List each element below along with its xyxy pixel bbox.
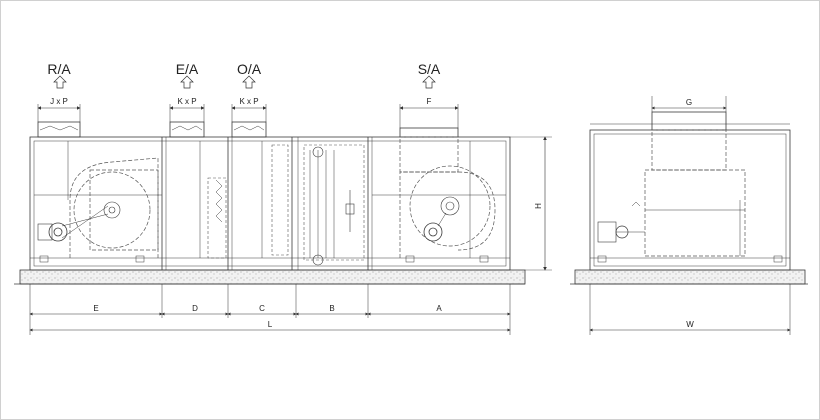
opening-markers <box>37 75 459 128</box>
mixing-damper <box>207 177 227 259</box>
ea-marker <box>169 75 205 122</box>
side-top-opening-label: G <box>686 98 692 107</box>
height-dimension <box>510 136 552 271</box>
unit-casing <box>29 136 511 271</box>
oa-marker <box>231 75 267 122</box>
ea-label: E/A <box>176 61 199 77</box>
ra-flange <box>37 121 81 138</box>
foundation-slab <box>19 269 526 285</box>
overall-length-label: L <box>268 320 273 329</box>
side-sa-flange <box>651 111 727 131</box>
filter-bank <box>271 144 289 256</box>
ra-motor <box>48 222 68 242</box>
sa-flange <box>399 127 459 138</box>
section-d-label: D <box>192 304 198 313</box>
ea-flange <box>169 121 205 138</box>
overall-width-label: W <box>686 320 694 329</box>
section-b-label: B <box>329 304 334 313</box>
front-view <box>14 121 526 285</box>
section-a-label: A <box>436 304 442 313</box>
oa-flange <box>231 121 267 138</box>
oa-label: O/A <box>237 61 262 77</box>
sa-marker <box>399 75 459 128</box>
section-c-label: C <box>259 304 265 313</box>
sa-motor <box>423 222 443 242</box>
section-e-label: E <box>93 304 98 313</box>
side-fan-outline <box>644 129 746 257</box>
sa-label: S/A <box>418 61 441 77</box>
return-fan <box>69 157 159 258</box>
coil-section <box>303 144 365 261</box>
side-foundation-slab <box>574 269 806 285</box>
section-dimension-lines <box>29 284 511 335</box>
height-label: H <box>534 203 543 209</box>
ra-marker <box>37 75 81 122</box>
supply-fan <box>399 136 496 258</box>
ea-size-label: K x P <box>177 97 196 106</box>
ra-size-label: J x P <box>50 97 68 106</box>
sa-size-label: F <box>427 97 432 106</box>
side-casing <box>589 129 791 271</box>
ra-label: R/A <box>47 61 71 77</box>
side-dimension-lines <box>589 96 791 335</box>
oa-size-label: K x P <box>239 97 258 106</box>
side-view <box>570 111 808 285</box>
